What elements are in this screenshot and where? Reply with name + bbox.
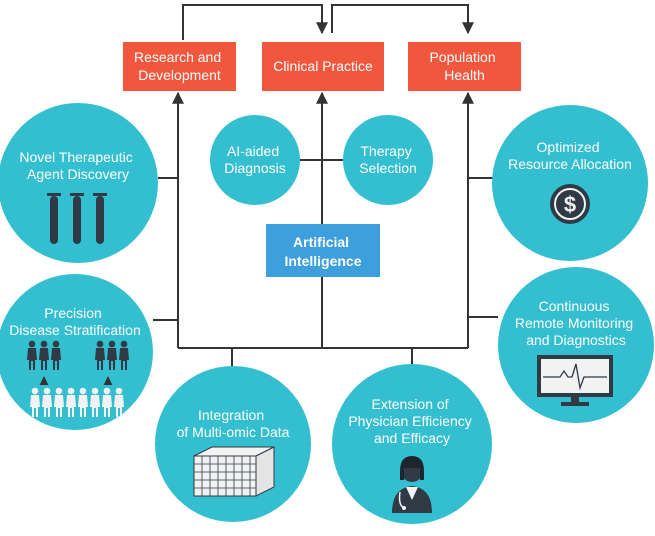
therapy-selection-label: Therapy Selection <box>359 143 417 176</box>
research-development-label: Research and Development <box>134 49 225 83</box>
resource-allocation-label: Optimized Resource Allocation <box>508 139 632 172</box>
artificial-intelligence-box <box>266 224 380 277</box>
monitor-ecg-icon <box>537 355 613 406</box>
precision-stratification-label: Precision Disease Stratification <box>9 305 141 338</box>
population-health-box <box>408 42 521 91</box>
ai-aided-diagnosis-circle <box>210 115 300 205</box>
remote-monitoring-label: Continuous Remote Monitoring and Diagnos… <box>515 298 637 348</box>
patient-groups-icon <box>27 340 129 417</box>
physician-efficiency-circle <box>332 364 492 524</box>
novel-agent-discovery-label: Novel Therapeutic Agent Discovery <box>19 149 136 182</box>
data-cube-icon <box>193 446 275 497</box>
research-development-box <box>123 42 236 91</box>
physician-efficiency-label: Extension of Physician Efficiency and Ef… <box>348 396 475 446</box>
svg-text:$: $ <box>564 192 576 217</box>
multiomic-integration-circle <box>155 366 311 522</box>
precision-stratification-circle <box>0 274 153 430</box>
population-health-label: Population Health <box>429 49 499 83</box>
novel-agent-discovery-circle <box>0 103 158 263</box>
resource-allocation-circle <box>492 105 648 261</box>
doctor-icon <box>392 456 432 513</box>
artificial-intelligence-label: Artificial Intelligence <box>284 234 361 269</box>
therapy-selection-circle <box>343 115 433 205</box>
multiomic-integration-label: Integration of Multi-omic Data <box>177 407 290 440</box>
test-tubes-icon <box>47 193 107 244</box>
ai-aided-diagnosis-label: AI-aided Diagnosis <box>224 143 285 176</box>
clinical-practice-label: Clinical Practice <box>273 58 373 74</box>
dollar-coin-icon: $ <box>550 184 590 224</box>
connector-lines <box>153 4 498 385</box>
clinical-practice-box <box>262 42 384 91</box>
